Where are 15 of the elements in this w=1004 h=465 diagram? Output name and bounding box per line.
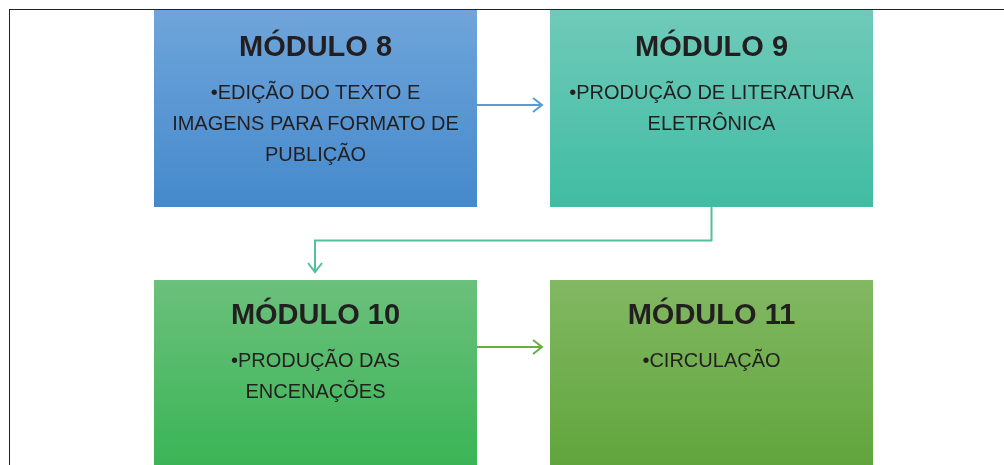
module-box [550, 280, 873, 465]
module-box [154, 10, 477, 207]
arrow [476, 339, 543, 355]
arrow [307, 206, 713, 273]
module-description: •CIRCULAÇÃO [642, 347, 781, 373]
module-box [550, 10, 873, 207]
module-title: MÓDULO 11 [627, 298, 796, 331]
module-title: MÓDULO 9 [634, 30, 789, 63]
module-description: •PRODUÇÃO DAS ENCENAÇÕES [229, 347, 402, 404]
module-box [154, 280, 477, 465]
module-description: •EDIÇÃO DO TEXTO E IMAGENS PARA FORMATO DE PUBLIÇÃO [171, 79, 460, 167]
module-title: MÓDULO 10 [230, 298, 401, 331]
module-description: •PRODUÇÃO DE LITERATURA ELETRÔNICA [568, 79, 855, 136]
module-title: MÓDULO 8 [238, 30, 393, 63]
arrow [476, 97, 543, 113]
